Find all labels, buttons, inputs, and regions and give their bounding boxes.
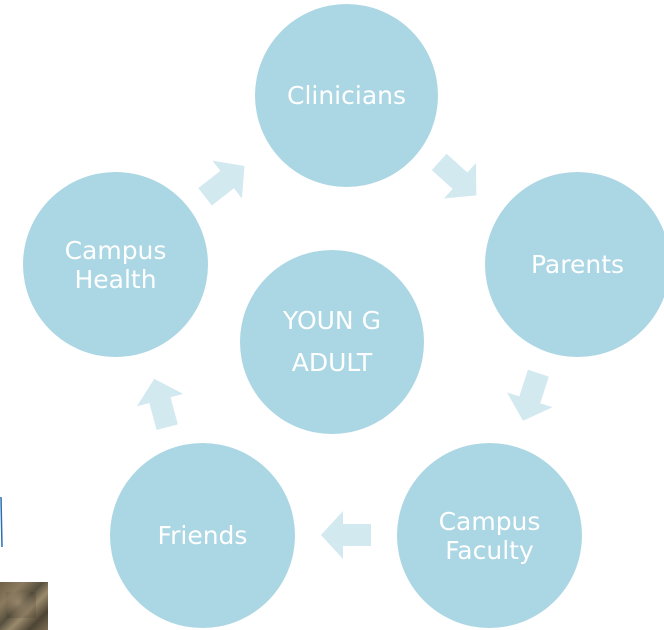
node-young-adult-center: YOUN G ADULT — [240, 250, 424, 434]
edge-decorative-line — [0, 497, 3, 547]
node-parents-label: Parents — [530, 250, 625, 279]
node-campus-health: Campus Health — [23, 172, 208, 357]
arrow-health-to-clinicians — [198, 160, 245, 206]
arrow-faculty-to-friends — [321, 511, 371, 559]
node-clinicians: Clinicians — [255, 4, 438, 187]
edge-photo-thumbnail — [0, 582, 48, 630]
node-clinicians-label: Clinicians — [286, 81, 407, 110]
arrow-parents-to-faculty — [506, 369, 553, 421]
node-friends-label: Friends — [157, 521, 248, 550]
node-parents: Parents — [485, 172, 664, 357]
node-friends: Friends — [110, 443, 295, 628]
arrow-clinicians-to-parents — [431, 153, 477, 199]
node-campus-faculty: Campus Faculty — [397, 443, 582, 628]
node-center-label: YOUN G ADULT — [283, 306, 381, 377]
node-campus-health-label: Campus Health — [64, 235, 167, 294]
node-campus-faculty-label: Campus Faculty — [438, 506, 541, 565]
arrow-friends-to-health — [136, 378, 184, 431]
